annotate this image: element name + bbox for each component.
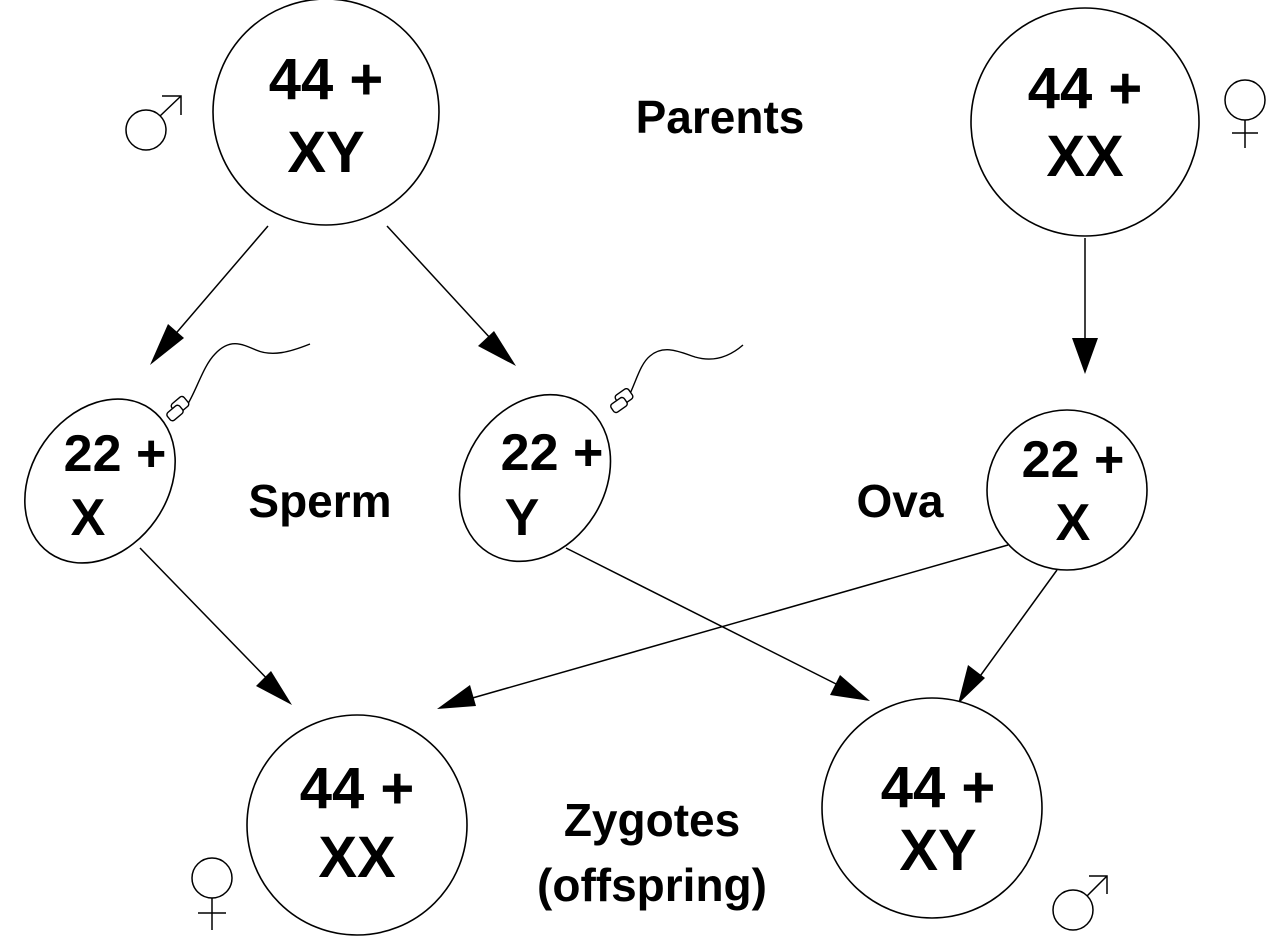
- arrowhead: [958, 665, 985, 704]
- sperm-tail: [185, 343, 311, 408]
- cell-line-1: 22 +: [64, 425, 167, 483]
- arrowhead: [478, 331, 516, 366]
- zygote-male-cell: 44 + XY: [821, 697, 1043, 919]
- arrowhead: [437, 685, 476, 709]
- cell-line-2: Y: [505, 489, 540, 547]
- zygote-female-cell: 44 + XX: [246, 714, 468, 936]
- ova-label: Ova: [857, 475, 944, 527]
- arrow-ovum-to-zygote-xy: [969, 569, 1058, 691]
- cell-line-1: 22 +: [1022, 431, 1125, 489]
- zygotes-label-sub: (offspring): [537, 859, 767, 911]
- female-symbol-icon: [1224, 79, 1266, 148]
- male-symbol-icon: [1052, 875, 1108, 931]
- arrows: [139, 225, 1098, 709]
- parent-female-cell: 44 + XX: [970, 7, 1200, 237]
- arrowhead: [150, 324, 184, 365]
- arrow-sperm-y-to-zygote-xy: [565, 547, 853, 693]
- cell-line-1: 22 +: [501, 424, 604, 482]
- zygotes-label: Zygotes: [564, 794, 740, 846]
- arrowhead: [1072, 338, 1098, 374]
- cell-line-2: X: [1056, 494, 1091, 552]
- cell-line-2: XY: [899, 818, 976, 883]
- parent-male-cell: 44 + XY: [212, 0, 440, 226]
- cell-line-1: 44 +: [269, 47, 384, 112]
- arrowhead: [830, 675, 870, 701]
- sperm-tail: [627, 344, 744, 399]
- arrow-ovum-to-zygote-xx: [454, 544, 1009, 704]
- female-symbol-icon: [191, 857, 233, 930]
- arrow-male-to-sperm-y: [386, 225, 504, 353]
- cell-line-1: 44 +: [881, 755, 996, 820]
- cell-line-1: 44 +: [300, 756, 415, 821]
- arrow-sperm-x-to-zygote-xx: [139, 547, 279, 691]
- arrow-male-to-sperm-x: [159, 225, 269, 353]
- male-symbol-icon: [125, 95, 182, 151]
- cell-line-1: 44 +: [1028, 56, 1143, 121]
- parents-label: Parents: [636, 91, 805, 143]
- cell-line-2: XY: [287, 120, 364, 185]
- sperm-x-cell: 22 + X: [24, 343, 311, 564]
- cell-line-2: X: [71, 489, 106, 547]
- cell-line-2: XX: [1046, 124, 1124, 189]
- sperm-label: Sperm: [248, 475, 391, 527]
- arrowhead: [256, 671, 292, 705]
- sperm-y-cell: 22 + Y: [458, 344, 744, 563]
- cell-line-2: XX: [318, 825, 396, 890]
- ovum-x-cell: 22 + X: [986, 409, 1148, 571]
